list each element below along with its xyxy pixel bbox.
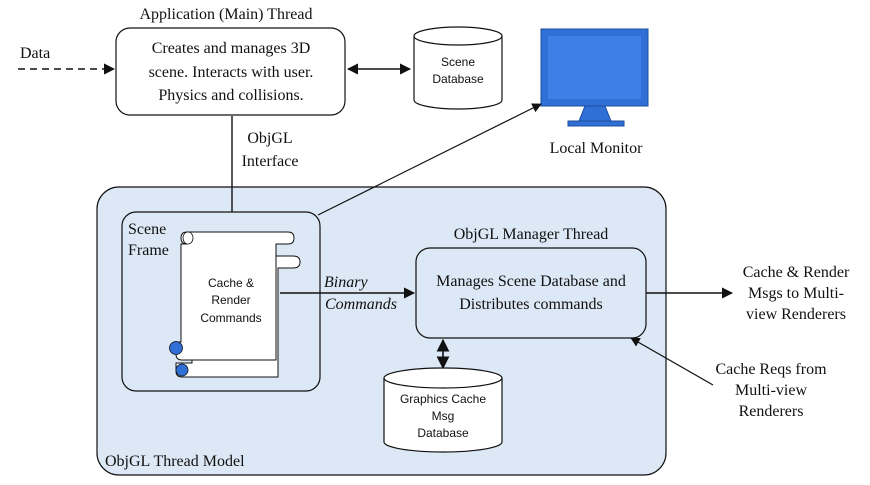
scroll-line-1: Cache &	[208, 276, 254, 290]
scene-db-line-1: Scene	[441, 55, 475, 69]
binary-commands-line-2: Commands	[325, 296, 397, 313]
objgl-interface-line-1: ObjGL	[247, 130, 292, 147]
local-monitor-label: Local Monitor	[550, 140, 644, 157]
scroll-line-2: Render	[211, 293, 250, 307]
binary-commands-line-1: Binary	[324, 274, 368, 291]
scene-frame-line-1: Scene	[128, 221, 166, 238]
cache-reqs-line-1: Cache Reqs from	[715, 361, 827, 378]
thread-model-label: ObjGL Thread Model	[105, 453, 245, 470]
output-msgs-line-3: view Renderers	[746, 306, 846, 323]
monitor-icon	[540, 28, 649, 127]
manager-line-1: Manages Scene Database and	[436, 273, 626, 290]
main-thread-line-1: Creates and manages 3D	[152, 40, 311, 57]
manager-thread-box	[415, 247, 647, 339]
cache-reqs-line-3: Renderers	[739, 403, 804, 420]
cache-reqs-line-2: Multi-view	[735, 382, 807, 399]
main-thread-box	[115, 27, 346, 116]
scene-db-line-2: Database	[432, 72, 484, 86]
command-scroll-front	[169, 231, 295, 361]
frame-to-monitor-arrow	[317, 103, 542, 216]
cache-db-line-2: Msg	[432, 409, 455, 423]
manager-line-2: Distributes commands	[459, 296, 603, 313]
main-thread-title: Application (Main) Thread	[140, 6, 313, 23]
graphics-cache-database-cylinder	[383, 367, 503, 453]
data-label: Data	[20, 45, 50, 62]
scroll-line-3: Commands	[200, 311, 261, 325]
manager-thread-title: ObjGL Manager Thread	[454, 226, 609, 243]
scene-frame-line-2: Frame	[128, 242, 169, 259]
output-msgs-line-2: Msgs to Multi-	[748, 285, 844, 302]
objgl-interface-line-2: Interface	[242, 153, 299, 170]
scene-database-cylinder	[413, 26, 503, 110]
main-thread-line-3: Physics and collisions.	[158, 87, 303, 104]
main-thread-line-2: scene. Interacts with user.	[149, 64, 314, 81]
output-msgs-line-1: Cache & Render	[743, 264, 850, 281]
cache-db-line-1: Graphics Cache	[400, 392, 486, 406]
cache-db-line-3: Database	[417, 426, 469, 440]
cache-reqs-arrow	[630, 337, 714, 386]
